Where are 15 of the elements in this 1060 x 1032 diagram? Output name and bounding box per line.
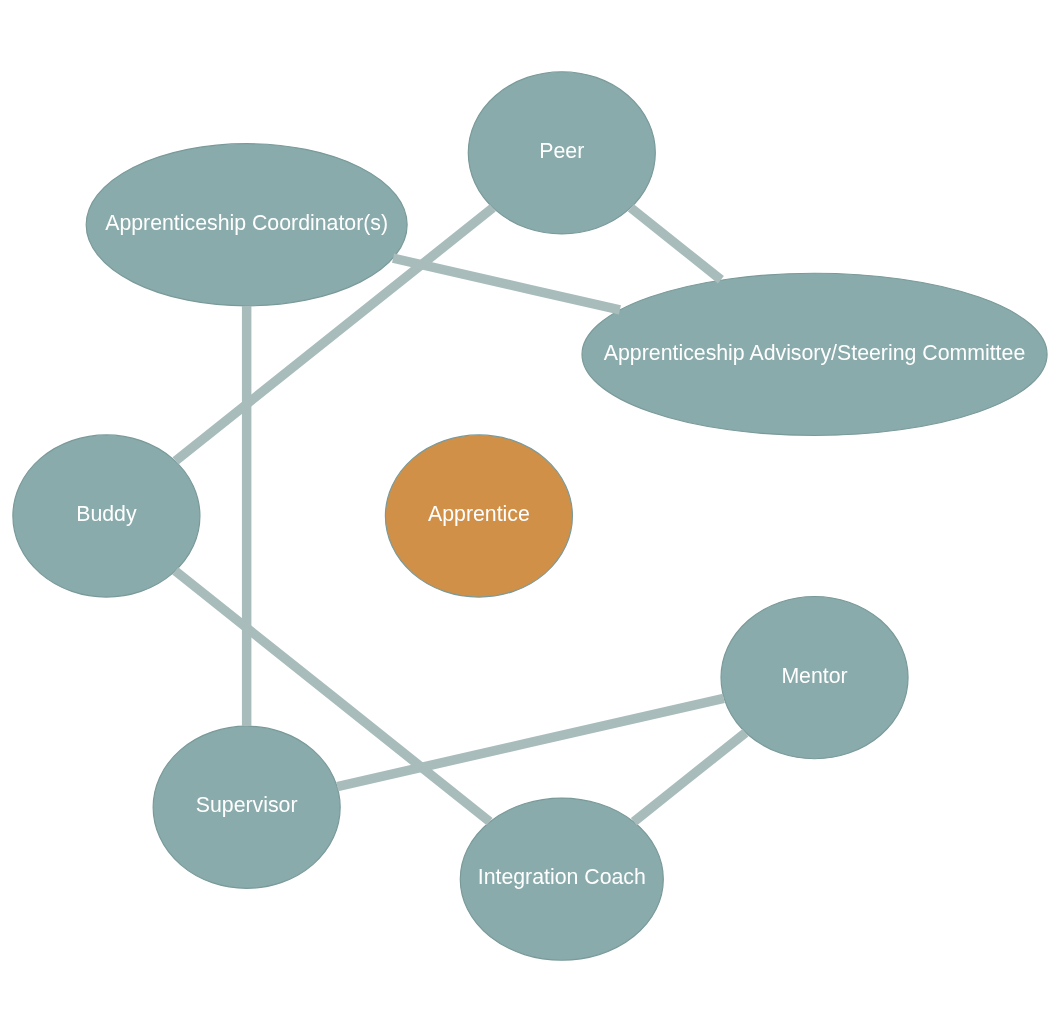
node-ellipse: Peer	[467, 71, 656, 235]
node-ellipse: Integration Coach	[459, 797, 664, 961]
node-ellipse: Apprentice	[384, 434, 574, 598]
node-ellipse: Apprenticeship Advisory/Steering Committee	[581, 272, 1048, 437]
node-ellipse: Apprenticeship Coordinator(s)	[85, 143, 408, 307]
connector	[172, 204, 496, 465]
connector	[241, 306, 252, 727]
connector	[630, 729, 749, 826]
connector	[172, 567, 493, 826]
connector	[336, 693, 725, 792]
connector	[627, 204, 724, 284]
node-ellipse: Mentor	[720, 595, 909, 760]
node-ellipse: Buddy	[12, 434, 201, 598]
connector	[392, 253, 621, 315]
node-ellipse: Supervisor	[152, 725, 341, 889]
